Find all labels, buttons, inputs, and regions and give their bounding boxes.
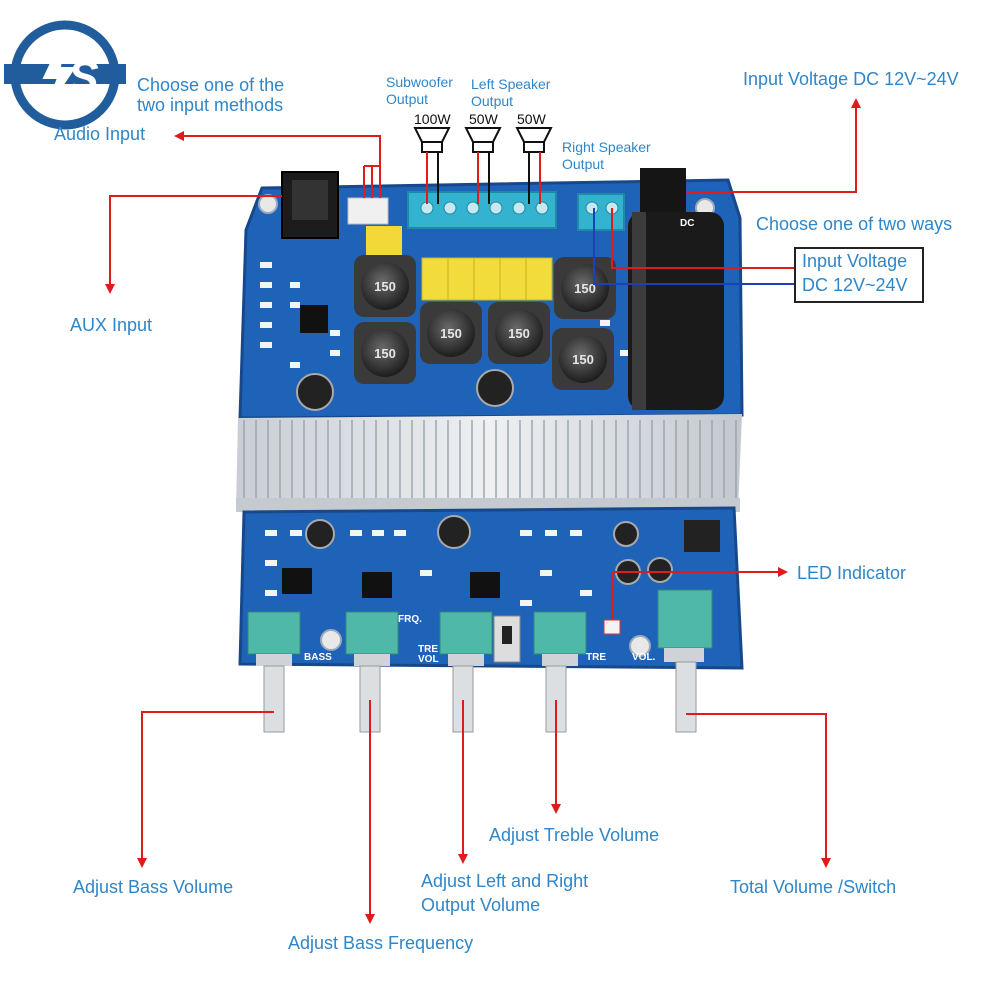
heatsink xyxy=(236,414,742,512)
left-speaker-label-line2: Output xyxy=(471,93,514,109)
silk-tre-2: TRE xyxy=(586,652,606,663)
subwoofer-label-line2: Output xyxy=(386,91,429,107)
inductor-marking: 150 xyxy=(572,352,594,367)
total-volume-label: Total Volume /Switch xyxy=(730,877,897,897)
speaker-icons xyxy=(413,127,553,153)
adjust-treble-label: Adjust Treble Volume xyxy=(489,825,660,845)
choose-input-line2: two input methods xyxy=(137,95,284,115)
left-speaker-label-line1: Left Speaker xyxy=(471,76,551,92)
right-speaker-label-line1: Right Speaker xyxy=(562,139,651,155)
silk-frq: FRQ. xyxy=(398,614,422,625)
speaker-wires xyxy=(426,152,541,204)
choose-input-line1: Choose one of the xyxy=(137,75,285,95)
inductor-marking: 150 xyxy=(374,346,396,361)
input-voltage-box: Input Voltage DC 12V~24V xyxy=(794,247,924,303)
potentiometers xyxy=(247,589,713,733)
right-watt: 50W xyxy=(517,111,546,127)
speaker-icon xyxy=(413,127,451,153)
svg-text:S: S xyxy=(68,51,99,103)
audio-input-label: Audio Input xyxy=(54,124,146,144)
input-voltage-top-label: Input Voltage DC 12V~24V xyxy=(743,69,959,89)
aux-input-label: AUX Input xyxy=(70,315,153,335)
input-voltage-box-line1: Input Voltage xyxy=(802,251,908,271)
adjust-lr-label-line1: Adjust Left and Right xyxy=(421,871,589,891)
brand-logo: S xyxy=(4,20,126,130)
power-wires xyxy=(593,208,794,285)
choose-two-ways-label: Choose one of two ways xyxy=(756,214,953,234)
adjust-lr-label-line2: Output Volume xyxy=(421,895,541,915)
inductor-marking: 150 xyxy=(440,326,462,341)
subwoofer-watt: 100W xyxy=(414,111,451,127)
adjust-bass-frequency-label: Adjust Bass Frequency xyxy=(288,933,474,953)
silk-vol: VOL xyxy=(418,654,439,665)
speaker-icon xyxy=(515,127,553,153)
upper-pcb xyxy=(238,168,744,420)
subwoofer-label-line1: Subwoofer xyxy=(386,74,453,90)
speaker-icon xyxy=(464,127,502,153)
input-voltage-box-line2: DC 12V~24V xyxy=(802,275,908,295)
silk-bass: BASS xyxy=(304,652,332,663)
silk-dc: DC xyxy=(680,218,694,229)
left-watt: 50W xyxy=(469,111,498,127)
inductor-marking: 150 xyxy=(508,326,530,341)
led-indicator-label: LED Indicator xyxy=(797,563,907,583)
inductor-marking: 150 xyxy=(374,279,396,294)
right-speaker-label-line2: Output xyxy=(562,156,605,172)
annotation-arrows xyxy=(105,98,861,924)
adjust-bass-volume-label: Adjust Bass Volume xyxy=(73,877,234,897)
inductor-marking: 150 xyxy=(574,281,596,296)
silk-tre: TRE xyxy=(418,644,438,655)
silk-vol-total: VOL. xyxy=(632,652,656,663)
